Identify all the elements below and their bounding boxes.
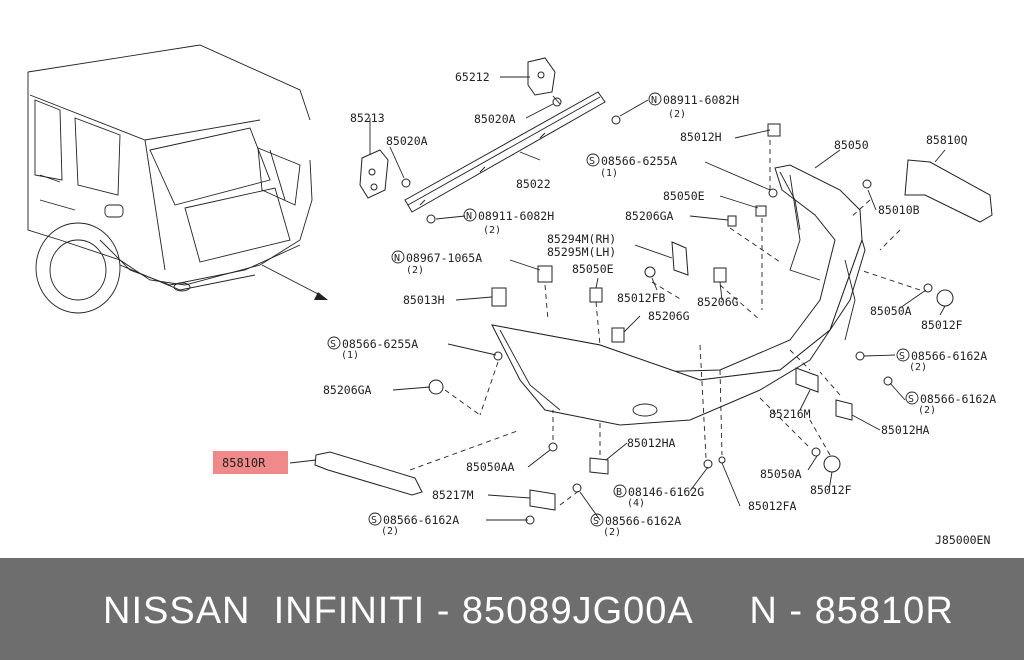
svg-text:S: S — [899, 351, 905, 362]
vehicle-illustration — [27, 44, 328, 314]
label-08566f: S 08566-6162A (2) — [590, 513, 681, 538]
label-85050a-2: 85050A — [760, 467, 802, 481]
label-08566d: S 08566-6162A (2) — [905, 391, 996, 416]
label-85294m: 85294M(RH) — [547, 232, 616, 246]
svg-text:08911-6082H: 08911-6082H — [663, 93, 739, 107]
label-08566a: S 08566-6255A (1) — [586, 153, 677, 179]
label-85012ha-2: 85012HA — [627, 436, 676, 450]
part-number-caption: NISSAN INFINITI - 85089JG00A N - 85810R — [103, 590, 954, 632]
label-85206ga-1: 85206GA — [625, 209, 674, 223]
svg-text:08566-6162A: 08566-6162A — [911, 349, 987, 363]
bumper-fascia — [491, 164, 866, 426]
label-85206g-1: 85206G — [697, 295, 739, 309]
svg-text:(1): (1) — [341, 350, 359, 361]
label-85206ga-2: 85206GA — [323, 383, 372, 397]
reinforcement-85022 — [404, 91, 606, 213]
diagram-svg: 65212 N 08911-6082H (2) 85213 85020A 850… — [27, 44, 996, 547]
svg-text:S: S — [589, 156, 595, 167]
svg-text:08566-6162A: 08566-6162A — [383, 513, 459, 527]
parts-diagram: 65212 N 08911-6082H (2) 85213 85020A 850… — [27, 44, 997, 547]
svg-text:(2): (2) — [483, 225, 501, 236]
svg-text:S: S — [371, 515, 377, 526]
svg-text:(4): (4) — [627, 498, 645, 509]
svg-text:08566-6255A: 08566-6255A — [601, 154, 677, 168]
label-85020a-2: 85020A — [474, 112, 516, 126]
label-85050e-1: 85050E — [663, 189, 705, 203]
label-85012h: 85012H — [680, 130, 722, 144]
svg-text:08146-6162G: 08146-6162G — [628, 485, 704, 499]
svg-text:N: N — [651, 95, 657, 106]
label-85012ha-1: 85012HA — [881, 423, 930, 437]
svg-text:(2): (2) — [603, 527, 621, 538]
svg-text:(2): (2) — [668, 109, 686, 120]
footer-bar — [0, 558, 1024, 660]
label-85216m: 85216M — [769, 407, 811, 421]
svg-text:S: S — [593, 516, 599, 527]
leader-lines — [289, 76, 946, 521]
label-85295m: 85295M(LH) — [547, 245, 616, 259]
label-85012fb: 85012FB — [617, 291, 666, 305]
label-85022: 85022 — [516, 177, 551, 191]
bracket-65212 — [527, 57, 562, 107]
svg-text:S: S — [330, 339, 336, 350]
label-08911a: N 08911-6082H (2) — [648, 92, 739, 120]
label-85010b: 85010B — [878, 203, 920, 217]
svg-text:S: S — [908, 394, 914, 405]
reflector-85810q — [904, 159, 993, 223]
svg-text:B: B — [616, 487, 622, 498]
svg-text:08911-6082H: 08911-6082H — [478, 209, 554, 223]
svg-text:08566-6162A: 08566-6162A — [920, 392, 996, 406]
svg-text:(1): (1) — [600, 168, 618, 179]
svg-text:(2): (2) — [406, 265, 424, 276]
label-08146: B 08146-6162G (4) — [613, 484, 704, 509]
bracket-85213 — [359, 115, 621, 224]
label-85810q: 85810Q — [926, 133, 968, 147]
highlight-box — [213, 451, 288, 474]
label-85050a-1: 85050A — [870, 304, 912, 318]
svg-text:(2): (2) — [909, 362, 927, 373]
diagram-code: J85000EN — [935, 533, 990, 547]
label-08911b: N 08911-6082H (2) — [463, 208, 554, 236]
label-85217m: 85217M — [432, 488, 474, 502]
label-85213: 85213 — [350, 111, 385, 125]
label-85050e-2: 85050E — [572, 262, 614, 276]
label-85012f-1: 85012F — [921, 318, 963, 332]
svg-text:(2): (2) — [381, 526, 399, 537]
label-08566e: S 08566-6162A (2) — [368, 512, 459, 537]
label-08967: N 08967-1065A (2) — [391, 250, 482, 276]
alignment-lines — [409, 140, 921, 506]
label-85020a-1: 85020A — [386, 134, 428, 148]
label-85206g-2: 85206G — [648, 309, 690, 323]
label-85012fa: 85012FA — [748, 499, 797, 513]
label-85013h: 85013H — [403, 293, 445, 307]
reflector-85810r — [314, 451, 423, 496]
svg-text:N: N — [466, 211, 472, 222]
label-85012f-2: 85012F — [810, 483, 852, 497]
svg-text:08566-6162A: 08566-6162A — [605, 514, 681, 528]
svg-text:08566-6255A: 08566-6255A — [342, 337, 418, 351]
fasteners — [428, 123, 954, 525]
part-labels: 65212 N 08911-6082H (2) 85213 85020A 850… — [222, 70, 996, 547]
label-85050: 85050 — [834, 138, 869, 152]
svg-text:N: N — [394, 253, 400, 264]
label-65212: 65212 — [455, 70, 490, 84]
label-08566c: S 08566-6162A (2) — [896, 348, 987, 373]
label-08566b: S 08566-6255A (1) — [327, 336, 418, 361]
svg-text:(2): (2) — [918, 405, 936, 416]
label-85810r: 85810R — [222, 456, 266, 470]
label-85050aa: 85050AA — [466, 460, 515, 474]
svg-text:08967-1065A: 08967-1065A — [406, 251, 482, 265]
